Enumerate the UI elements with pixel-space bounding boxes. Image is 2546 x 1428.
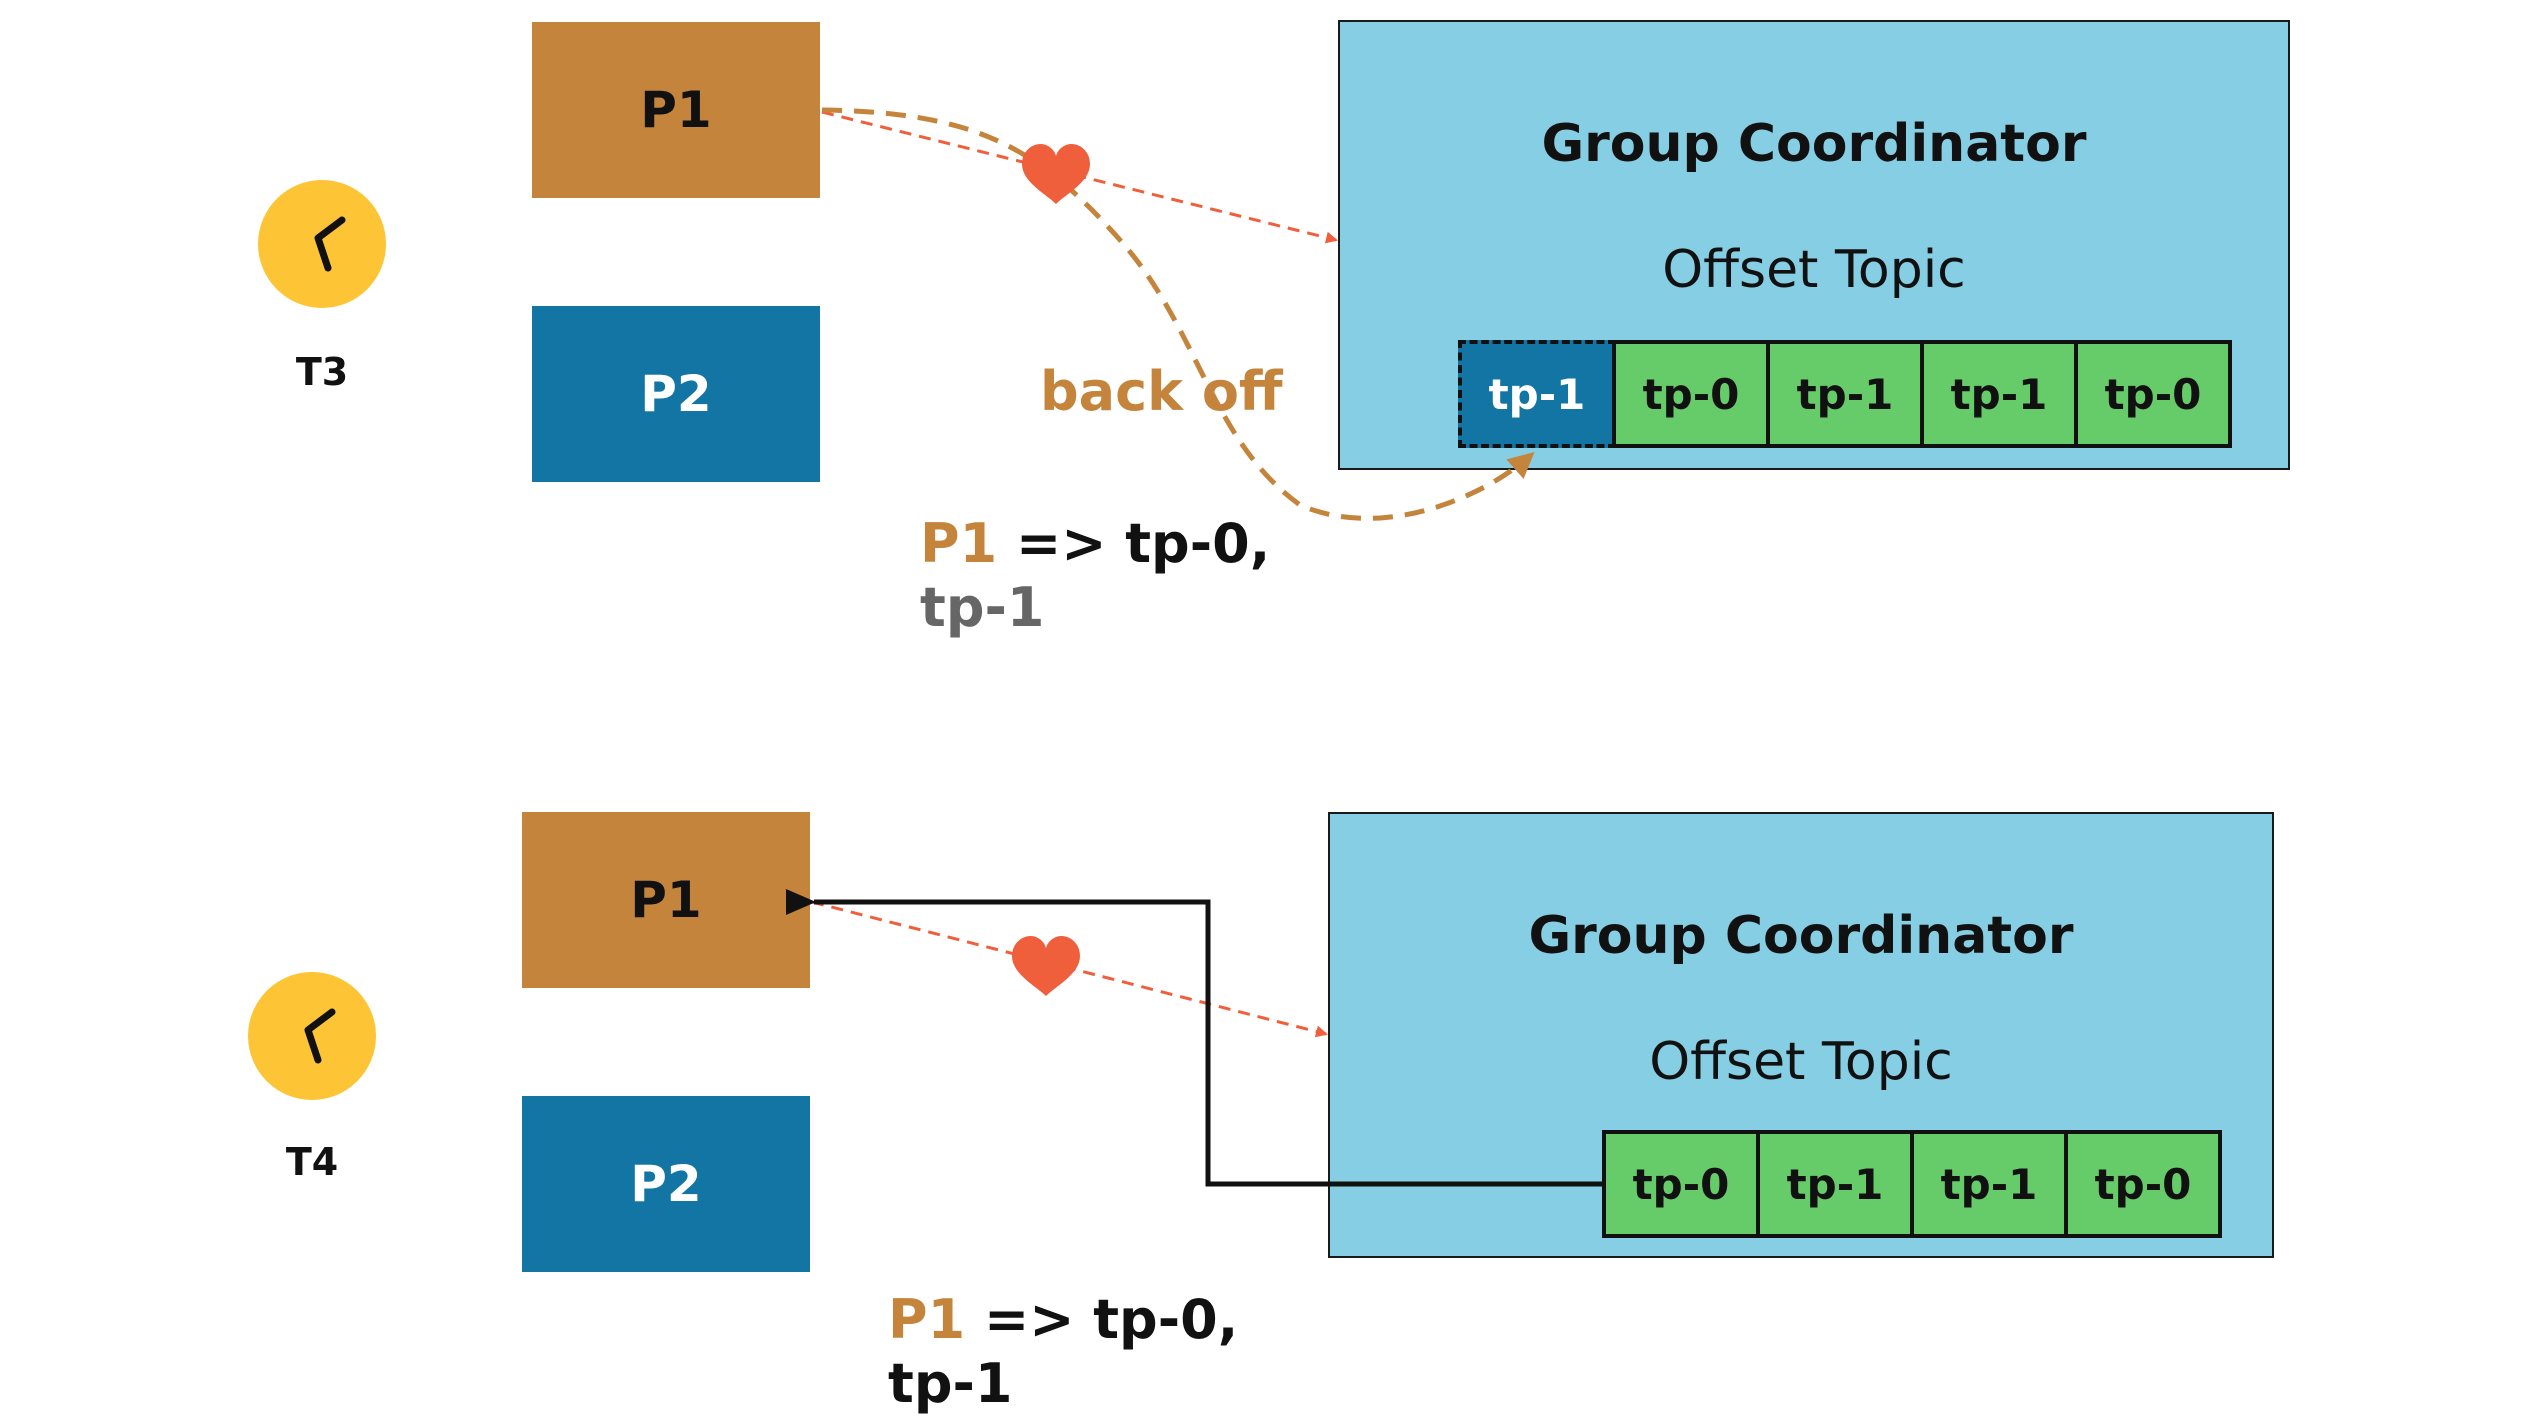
- consumer-p1-label: P1: [630, 871, 702, 929]
- offset-topic-label: Offset Topic: [1649, 1032, 1953, 1092]
- time-label-t4: T4: [285, 1140, 339, 1184]
- assignment-arrow: => tp-0,: [997, 512, 1271, 575]
- partition-cell: tp-1: [1910, 1130, 2068, 1238]
- assignment-owner: P1: [920, 512, 998, 575]
- assignment-note: P1 => tp-0, tp-1: [920, 512, 1270, 640]
- partition-cell: tp-0: [2074, 340, 2232, 448]
- time-label-t3: T3: [295, 350, 349, 394]
- clock-icon: [258, 180, 386, 308]
- partition-cell: tp-1: [1756, 1130, 1914, 1238]
- assignment-owner: P1: [888, 1288, 966, 1351]
- clock-icon: [248, 972, 376, 1100]
- commit-response-line: [786, 889, 1602, 1187]
- consumer-p2-box: P2: [522, 1096, 810, 1272]
- group-coordinator-title: Group Coordinator: [1528, 906, 2074, 966]
- backoff-label: back off: [1040, 360, 1283, 423]
- consumer-p2-label: P2: [640, 365, 712, 423]
- consumer-p2-box: P2: [532, 306, 820, 482]
- assignment-second: tp-1: [888, 1352, 1013, 1415]
- consumer-p1-label: P1: [640, 81, 712, 139]
- backoff-curve: [821, 107, 1535, 521]
- assignment-arrow: => tp-0,: [965, 1288, 1239, 1351]
- assignment-pending: tp-1: [920, 576, 1045, 639]
- group-coordinator-title: Group Coordinator: [1541, 114, 2087, 174]
- heartbeat-heart-icon: [1012, 936, 1080, 996]
- partition-cell: tp-1: [1920, 340, 2078, 448]
- offset-topic-label: Offset Topic: [1662, 240, 1966, 300]
- heartbeat-heart-icon: [1022, 144, 1090, 204]
- partition-cell: tp-1: [1766, 340, 1924, 448]
- pending-partition-cell: tp-1: [1458, 340, 1616, 448]
- consumer-p1-box: P1: [522, 812, 810, 988]
- consumer-p2-label: P2: [630, 1155, 702, 1213]
- partition-cell: tp-0: [1602, 1130, 1760, 1238]
- consumer-p1-box: P1: [532, 22, 820, 198]
- partition-cell: tp-0: [1612, 340, 1770, 448]
- assignment-note: P1 => tp-0, tp-1: [888, 1288, 1238, 1416]
- partition-cell: tp-0: [2064, 1130, 2222, 1238]
